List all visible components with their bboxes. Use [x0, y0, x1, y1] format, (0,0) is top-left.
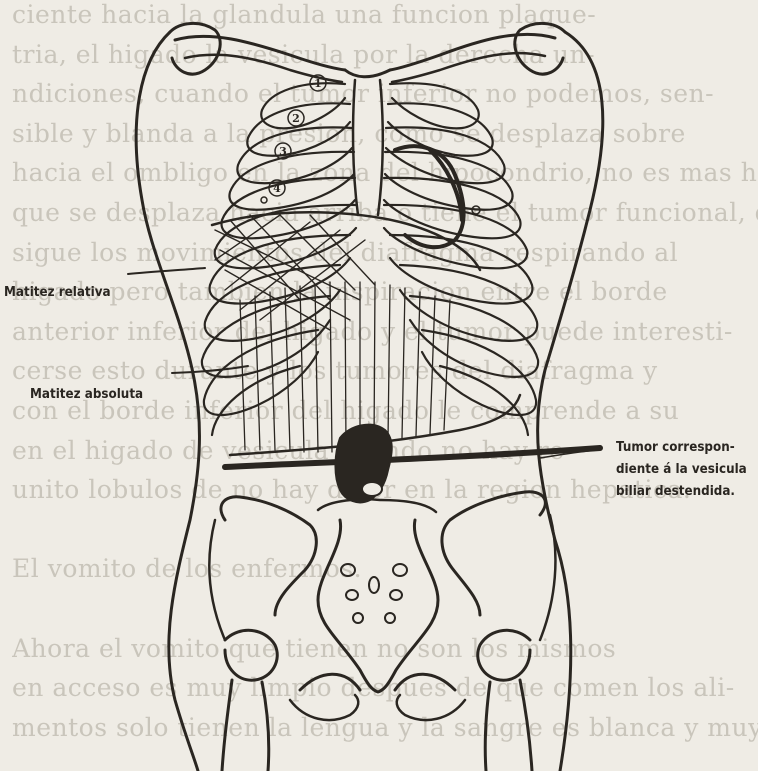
torso-outline-right [538, 32, 603, 771]
right-hip-socket [478, 630, 530, 680]
left-femur [222, 680, 269, 771]
pointer-matitez-relativa [128, 268, 205, 274]
pubic-arch [300, 674, 455, 690]
pelvis-rim-left [209, 520, 225, 640]
lumbar-vertebra [318, 499, 436, 512]
right-femur [485, 680, 532, 771]
label-matitez-absoluta: Matitez absoluta [30, 384, 143, 406]
right-clavicle-lower [392, 53, 545, 82]
right-rib-10 [422, 330, 536, 415]
sacrum [318, 520, 438, 692]
left-shoulder [170, 23, 220, 74]
pelvis-left-iliac [221, 497, 316, 615]
left-rib-7 [210, 235, 350, 304]
right-ribcage [384, 83, 538, 435]
ischium-left [290, 695, 358, 720]
label-tumor-line-1: Tumor correspon- [616, 437, 747, 459]
left-hip-socket [225, 630, 277, 680]
sternum-notch [345, 70, 390, 77]
left-clavicle [175, 36, 345, 70]
sternum [353, 80, 383, 215]
label-tumor: Tumor correspon- diente á la vesicula bi… [616, 437, 747, 503]
pelvis-right-iliac [442, 492, 545, 615]
right-clavicle [390, 34, 555, 70]
label-matitez-relativa: Matitez relativa [4, 282, 111, 304]
pelvis-rim-right [540, 515, 555, 640]
sacral-foramina [341, 564, 407, 623]
left-ribcage [202, 83, 356, 435]
ischium-right [397, 695, 465, 720]
rib-number-4: 4 [273, 182, 281, 195]
rib-number-circles [261, 75, 480, 214]
pointer-matitez-absoluta [172, 366, 248, 373]
right-shoulder [515, 23, 565, 74]
tumor-tip [362, 482, 382, 496]
label-tumor-line-2: diente á la vesicula [616, 459, 747, 481]
rib-number-3: 3 [279, 145, 287, 158]
torso-outline-left [136, 32, 199, 771]
rib-number-2: 2 [292, 112, 300, 125]
rib-number-1: 1 [314, 77, 322, 90]
label-tumor-line-3: biliar destendida. [616, 481, 747, 503]
